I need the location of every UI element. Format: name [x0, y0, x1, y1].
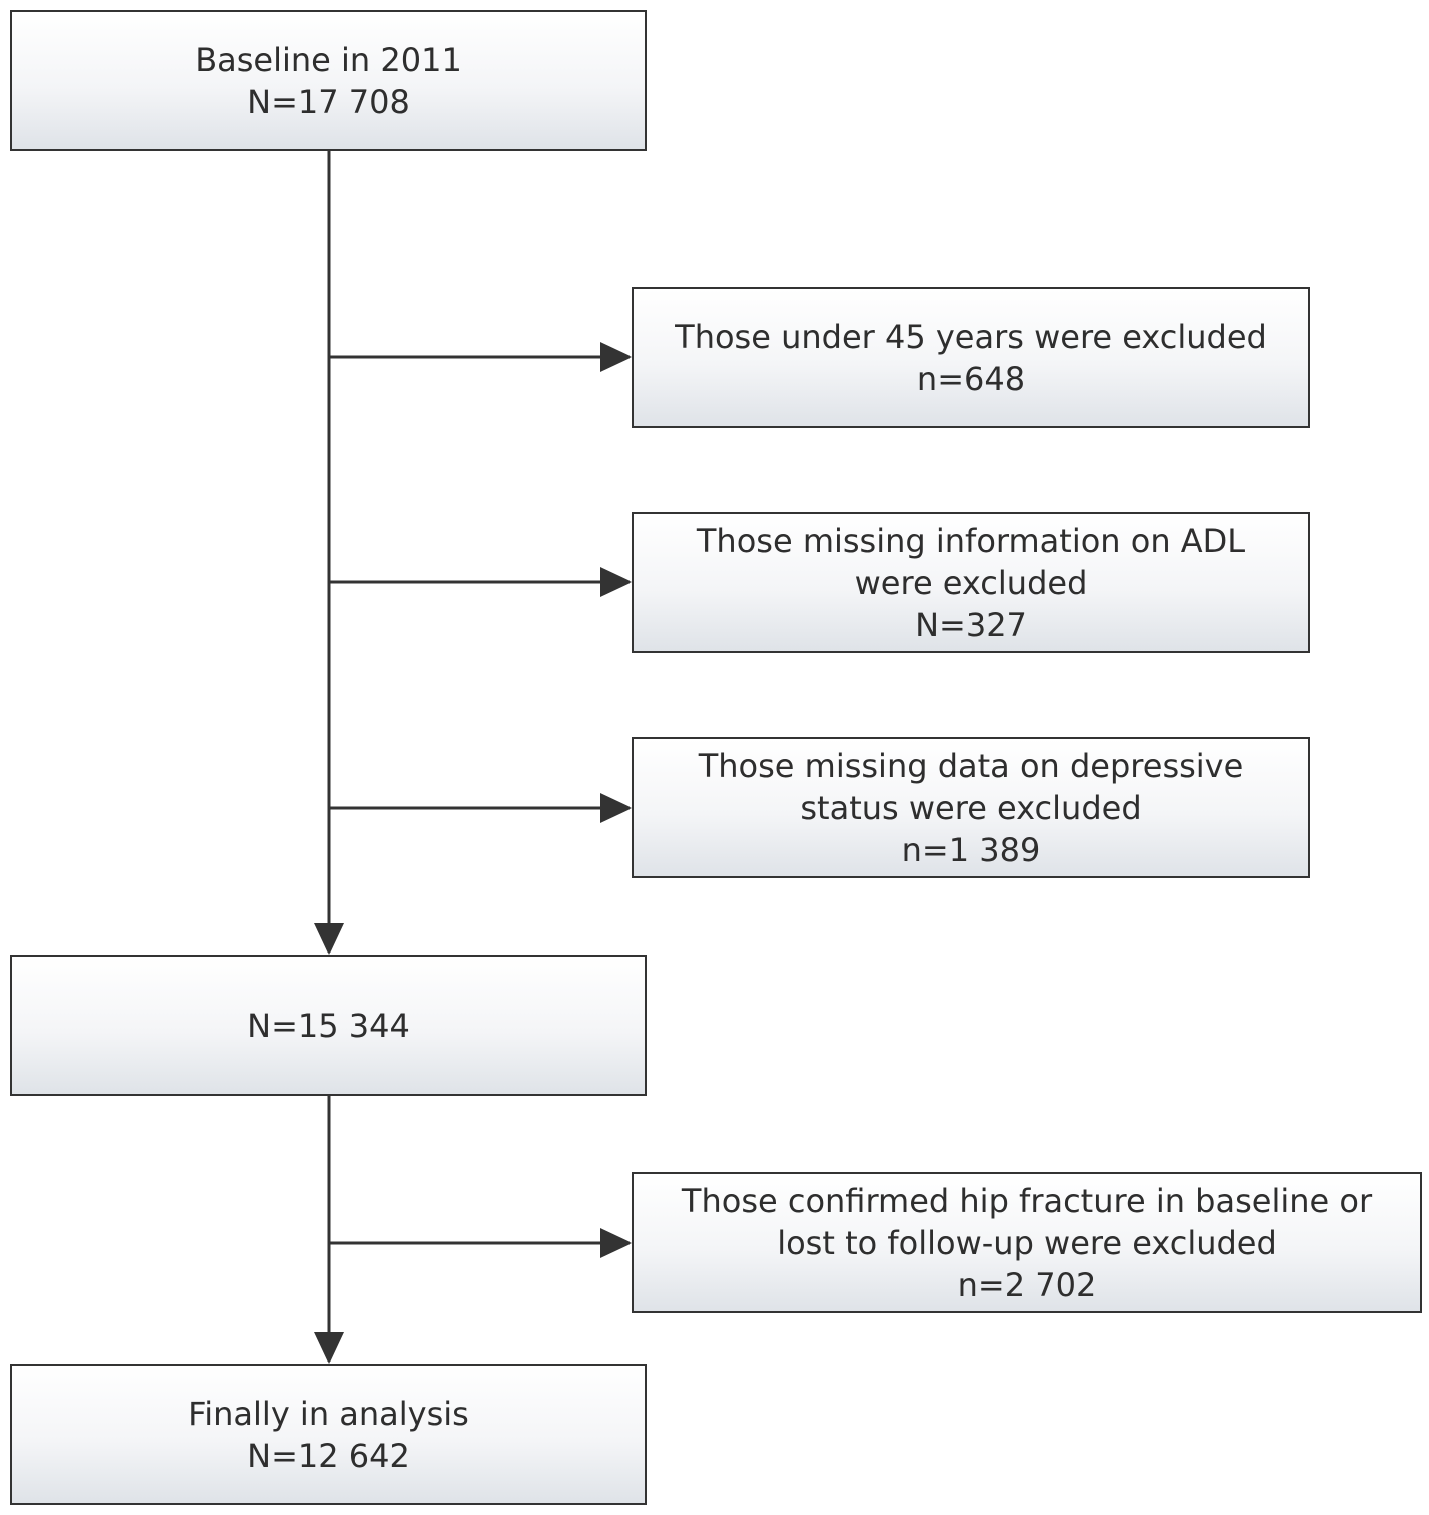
exclusion-age-label: Those under 45 years were excluded: [675, 317, 1267, 356]
final-analysis-box: Finally in analysis N=12 642: [10, 1364, 647, 1505]
exclusion-adl-box: Those missing information on ADL were ex…: [632, 512, 1310, 653]
intermediate-count: N=15 344: [247, 1006, 410, 1045]
exclusion-hip-fracture-label-line2: lost to follow-up were excluded: [777, 1223, 1277, 1262]
exclusion-hip-fracture-count: n=2 702: [957, 1265, 1097, 1304]
exclusion-hip-fracture-box: Those confirmed hip fracture in baseline…: [632, 1172, 1422, 1313]
exclusion-age-count: n=648: [916, 359, 1026, 398]
baseline-box: Baseline in 2011 N=17 708: [10, 10, 647, 151]
exclusion-depressive-label-line2: status were excluded: [800, 788, 1142, 827]
exclusion-hip-fracture-label-line1: Those confirmed hip fracture in baseline…: [681, 1181, 1373, 1220]
final-analysis-title: Finally in analysis: [188, 1394, 469, 1433]
exclusion-adl-label-line1: Those missing information on ADL: [696, 521, 1246, 560]
exclusion-age-box: Those under 45 years were excluded n=648: [632, 287, 1310, 428]
baseline-count: N=17 708: [247, 82, 410, 121]
exclusion-depressive-count: n=1 389: [901, 830, 1041, 869]
exclusion-adl-count: N=327: [915, 605, 1027, 644]
final-analysis-count: N=12 642: [247, 1436, 410, 1475]
exclusion-depressive-label-line1: Those missing data on depressive: [698, 746, 1244, 785]
exclusion-depressive-box: Those missing data on depressive status …: [632, 737, 1310, 878]
baseline-title: Baseline in 2011: [195, 40, 462, 79]
exclusion-adl-label-line2: were excluded: [854, 563, 1088, 602]
intermediate-box: N=15 344: [10, 955, 647, 1096]
